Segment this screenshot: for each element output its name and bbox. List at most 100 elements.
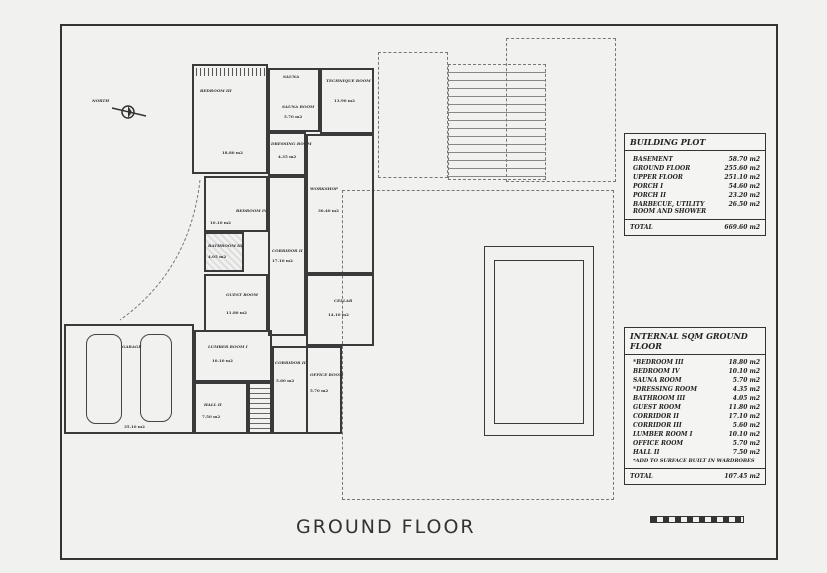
- label-bedroom-iv: BEDROOM IV: [236, 208, 267, 213]
- row-name: BARBECUE, UTILITY ROOM AND SHOWER: [633, 201, 707, 215]
- row-value: 11.80 m2: [728, 404, 760, 411]
- row-name: HALL II: [633, 449, 660, 456]
- row-name: GROUND FLOOR: [633, 165, 691, 172]
- room-guest: [204, 274, 268, 332]
- row-name: PORCH I: [633, 183, 664, 190]
- area-corridor-ii: 17.10 m2: [272, 258, 293, 263]
- label-dressing-room: DRESSING ROOM: [271, 141, 312, 146]
- total-label: TOTAL: [630, 473, 653, 480]
- row-value: 58.70 m2: [728, 156, 760, 163]
- label-corridor-iii: CORRIDOR III: [275, 360, 308, 365]
- area-hall-ii: 7.50 m2: [202, 414, 221, 419]
- table-row: CORRIDOR II 17.10 m2: [625, 412, 765, 421]
- row-name: UPPER FLOOR: [633, 174, 683, 181]
- table-row: UPPER FLOOR 251.10 m2: [625, 173, 765, 182]
- row-name: BATHROOM III: [633, 395, 686, 402]
- wardrobe: [196, 68, 266, 76]
- pool: [484, 246, 594, 436]
- area-sauna-room: 5.70 m2: [284, 114, 303, 119]
- row-name: CORRIDOR II: [633, 413, 679, 420]
- row-value: 5.70 m2: [732, 440, 760, 447]
- label-cellar: CELLAR: [334, 298, 353, 303]
- row-name: SAUNA ROOM: [633, 377, 682, 384]
- row-name: GUEST ROOM: [633, 404, 681, 411]
- scale-bar: [650, 516, 744, 523]
- room-hall-ii: [194, 382, 248, 434]
- pergola: [448, 64, 546, 180]
- label-technique-room: TECHNIQUE ROOM: [326, 78, 371, 83]
- table-row: GROUND FLOOR 255.60 m2: [625, 164, 765, 173]
- row-name: BEDROOM IV: [633, 368, 680, 375]
- room-bedroom-iii: [192, 64, 268, 174]
- row-value: 17.10 m2: [728, 413, 760, 420]
- pool-inner: [494, 260, 584, 424]
- row-value: 10.10 m2: [728, 431, 760, 438]
- table-row: BATHROOM III 4.05 m2: [625, 394, 765, 403]
- area-technique-room: 13.90 m2: [334, 98, 355, 103]
- table-row: BEDROOM IV 10.10 m2: [625, 367, 765, 376]
- porch-outline: [506, 38, 616, 182]
- label-hall-ii: HALL II: [204, 402, 222, 407]
- row-value: 7.50 m2: [732, 449, 760, 456]
- room-dressing: [268, 132, 306, 176]
- area-workshop: 30.40 m2: [318, 208, 339, 213]
- row-name: *BEDROOM III: [633, 359, 684, 366]
- row-name: CORRIDOR III: [633, 422, 682, 429]
- area-corridor-iii: 5.60 m2: [276, 378, 295, 383]
- room-lumber-i: [194, 330, 272, 382]
- building-plot-title: BUILDING PLOT: [625, 134, 765, 151]
- row-value: 26.50 m2: [728, 201, 760, 208]
- table-row: GUEST ROOM 11.80 m2: [625, 403, 765, 412]
- plan-title: GROUND FLOOR: [296, 516, 476, 538]
- label-sauna-room: SAUNA ROOM: [282, 104, 315, 109]
- area-garage: 35.10 m2: [124, 424, 145, 429]
- area-dressing-room: 4.35 m2: [278, 154, 297, 159]
- car-icon: [86, 334, 122, 424]
- area-bedroom-iii: 18.80 m2: [222, 150, 243, 155]
- area-lumber-room-i: 10.10 m2: [212, 358, 233, 363]
- row-value: 251.10 m2: [724, 174, 760, 181]
- row-name: BASEMENT: [633, 156, 673, 163]
- label-workshop: WORKSHOP: [310, 186, 338, 191]
- total-value: 669.60 m2: [724, 224, 760, 231]
- room-technique: [320, 68, 374, 134]
- table-row: BARBECUE, UTILITY ROOM AND SHOWER 26.50 m…: [625, 200, 765, 216]
- room-cellar: [306, 274, 374, 346]
- row-value: 18.80 m2: [728, 359, 760, 366]
- room-bedroom-iv: [204, 176, 268, 232]
- row-name: LUMBER ROOM I: [633, 431, 693, 438]
- stairs: [248, 382, 272, 434]
- row-value: 5.70 m2: [732, 377, 760, 384]
- row-value: 23.20 m2: [728, 192, 760, 199]
- row-value: 10.10 m2: [728, 368, 760, 375]
- table-row: LUMBER ROOM I 10.10 m2: [625, 430, 765, 439]
- garden-path: [119, 180, 201, 321]
- table-row: *DRESSING ROOM 4.35 m2: [625, 385, 765, 394]
- total-label: TOTAL: [630, 224, 653, 231]
- row-name: PORCH II: [633, 192, 666, 199]
- table-row: BASEMENT 58.70 m2: [625, 155, 765, 164]
- drawing-frame: [60, 24, 778, 560]
- car-icon: [140, 334, 172, 422]
- label-garage: GARAGE: [122, 344, 142, 349]
- row-value: 4.05 m2: [732, 395, 760, 402]
- terrace-outline: [378, 52, 448, 178]
- label-lumber-room-i: LUMBER ROOM I: [208, 344, 248, 349]
- row-value: 4.35 m2: [732, 386, 760, 393]
- area-guest-room: 11.80 m2: [226, 310, 247, 315]
- room-garage: [64, 324, 194, 434]
- label-corridor-ii: CORRIDOR II: [272, 248, 303, 253]
- north-arrow-icon: [110, 100, 150, 128]
- room-bathroom-iii: [204, 232, 244, 272]
- row-name: *DRESSING ROOM: [633, 386, 698, 393]
- label-bathroom-iii: BATHROOM III: [208, 243, 243, 248]
- room-workshop: [306, 134, 374, 274]
- area-bedroom-iv: 10.10 m2: [210, 220, 231, 225]
- row-value: 255.60 m2: [724, 165, 760, 172]
